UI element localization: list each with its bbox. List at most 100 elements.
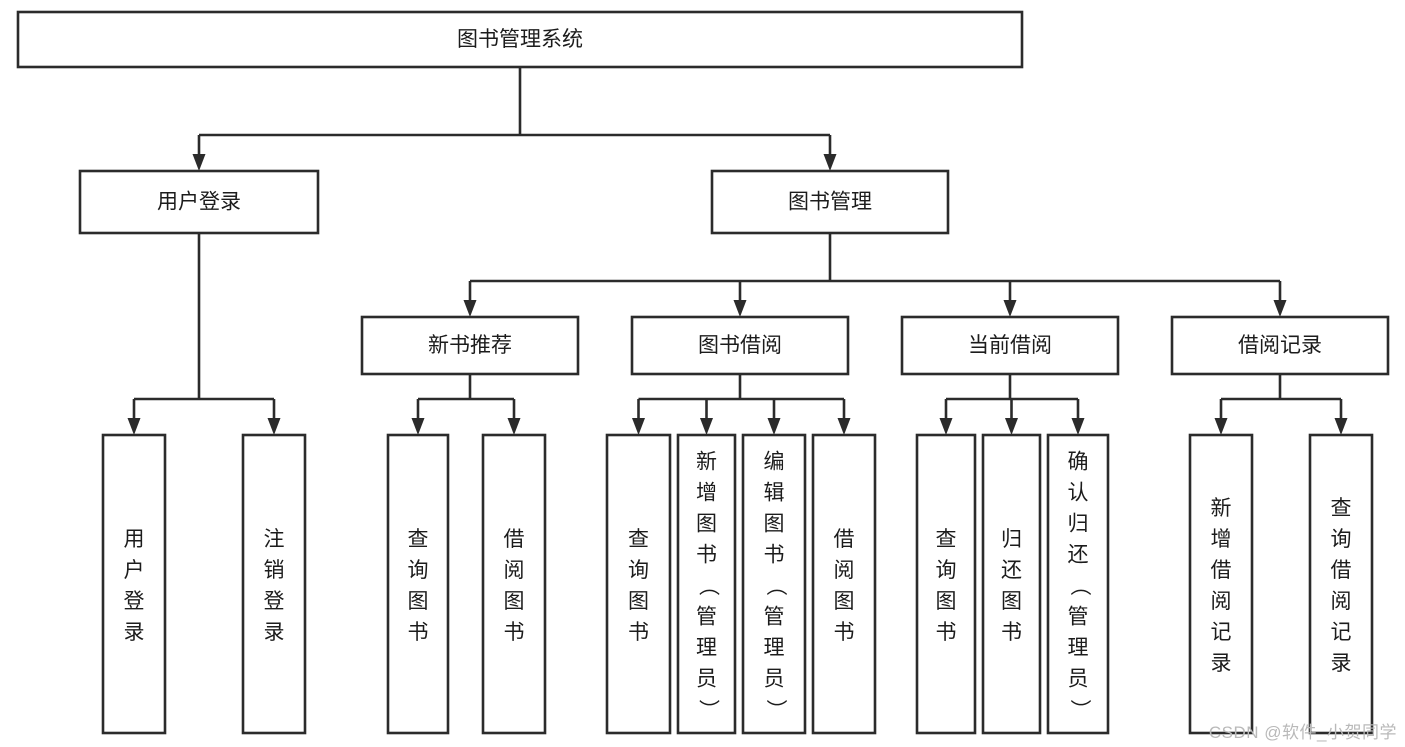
node-label-char: 询	[1331, 528, 1352, 551]
node-box	[981, 433, 1042, 735]
node-label-char: 查	[628, 528, 649, 551]
node-label-char: 图	[504, 590, 525, 613]
node-box	[16, 10, 1024, 69]
node-label: 当前借阅	[968, 334, 1052, 357]
node-leaf_4[interactable]: 查询图书查询图书	[605, 433, 672, 735]
node-label-char: 录	[124, 621, 145, 644]
node-box	[1046, 433, 1110, 735]
node-label-char: 借	[504, 528, 525, 551]
watermark-label: CSDN @软件_小贺同学	[1208, 723, 1397, 742]
node-box	[900, 315, 1120, 376]
node-leaf_11[interactable]: 新增借阅记录新增借阅记录	[1188, 433, 1254, 735]
node-label-char: 编	[764, 451, 785, 474]
node-label-char: 管	[696, 606, 717, 629]
node-label-char: 借	[1331, 559, 1352, 582]
node-label-char: 图	[628, 590, 649, 613]
node-label-char: 记	[1331, 621, 1352, 644]
node-label-char: 录	[1331, 652, 1352, 675]
node-box	[1170, 315, 1390, 376]
node-l1_1[interactable]: 图书管理	[710, 169, 950, 235]
node-box	[1308, 433, 1374, 735]
node-label-char: 录	[1211, 652, 1232, 675]
node-label-char: 询	[936, 559, 957, 582]
node-label: 新书推荐	[428, 334, 512, 357]
node-label-char: 书	[834, 621, 855, 644]
node-label-char: 图	[834, 590, 855, 613]
node-label-char: 增	[1211, 528, 1232, 551]
node-box	[811, 433, 877, 735]
node-box	[241, 433, 307, 735]
node-label-char: 管	[1068, 606, 1089, 629]
node-label-char: 确	[1068, 451, 1089, 474]
node-label-char: 记	[1211, 621, 1232, 644]
node-label-char: 员	[1068, 668, 1089, 691]
node-label-char: 归	[1068, 513, 1089, 536]
node-label-char: 询	[408, 559, 429, 582]
node-label-char: 登	[124, 590, 145, 613]
node-leaf_3[interactable]: 借阅图书借阅图书	[481, 433, 547, 735]
node-label-char: 理	[764, 637, 785, 660]
node-l1_0[interactable]: 用户登录	[78, 169, 320, 235]
node-label-char: （	[697, 575, 720, 596]
node-box	[1188, 433, 1254, 735]
node-label-char: 还	[1001, 559, 1022, 582]
node-label-char: 认	[1068, 482, 1089, 505]
node-label-char: 阅	[504, 559, 525, 582]
node-label-char: （	[764, 575, 787, 596]
node-label: 用户登录	[157, 191, 241, 214]
node-label-char: 书	[408, 621, 429, 644]
node-label-char: 书	[504, 621, 525, 644]
node-label-char: 图	[936, 590, 957, 613]
node-label-char: 书	[628, 621, 649, 644]
node-leaf_8[interactable]: 查询图书查询图书	[915, 433, 977, 735]
node-label-char: 阅	[1211, 590, 1232, 613]
node-label-char: 登	[264, 590, 285, 613]
node-leaf_1[interactable]: 注销登录注销登录	[241, 433, 307, 735]
node-label-char: 查	[936, 528, 957, 551]
node-label-char: 新	[1211, 497, 1232, 520]
node-box	[386, 433, 450, 735]
node-label-char: 注	[264, 528, 285, 551]
node-label: 图书管理系统	[457, 28, 583, 51]
node-box	[360, 315, 580, 376]
node-leaf_2[interactable]: 查询图书查询图书	[386, 433, 450, 735]
node-leaf_7[interactable]: 借阅图书借阅图书	[811, 433, 877, 735]
node-box	[481, 433, 547, 735]
node-label-char: 询	[628, 559, 649, 582]
node-label-char: 图	[696, 513, 717, 536]
node-label: 图书管理	[788, 191, 872, 214]
node-label-char: ）	[697, 699, 720, 720]
node-label-char: 管	[764, 606, 785, 629]
node-label-char: 书	[696, 544, 717, 567]
node-leaf_9[interactable]: 归还图书归还图书	[981, 433, 1042, 735]
node-label-char: 查	[408, 528, 429, 551]
node-box	[78, 169, 320, 235]
node-box	[605, 433, 672, 735]
node-label-char: ）	[764, 699, 787, 720]
node-l2_3[interactable]: 借阅记录	[1170, 315, 1390, 376]
node-label-char: 图	[1001, 590, 1022, 613]
node-l2_2[interactable]: 当前借阅	[900, 315, 1120, 376]
node-leaf_0[interactable]: 用户登录用户登录	[101, 433, 167, 735]
edge-layer	[127, 67, 1348, 435]
node-leaf_12[interactable]: 查询借阅记录查询借阅记录	[1308, 433, 1374, 735]
node-label-char: 理	[696, 637, 717, 660]
node-label-char: 书	[936, 621, 957, 644]
node-l2_1[interactable]: 图书借阅	[630, 315, 850, 376]
node-label: 借阅记录	[1238, 334, 1322, 357]
node-label-char: 理	[1068, 637, 1089, 660]
node-l2_0[interactable]: 新书推荐	[360, 315, 580, 376]
node-root[interactable]: 图书管理系统	[16, 10, 1024, 69]
node-label-char: 录	[264, 621, 285, 644]
node-box	[741, 433, 807, 735]
node-box	[710, 169, 950, 235]
node-label-char: 户	[124, 559, 145, 582]
node-box	[676, 433, 737, 735]
node-label-char: （	[1068, 575, 1091, 596]
node-label-char: 用	[124, 528, 145, 551]
node-box	[101, 433, 167, 735]
